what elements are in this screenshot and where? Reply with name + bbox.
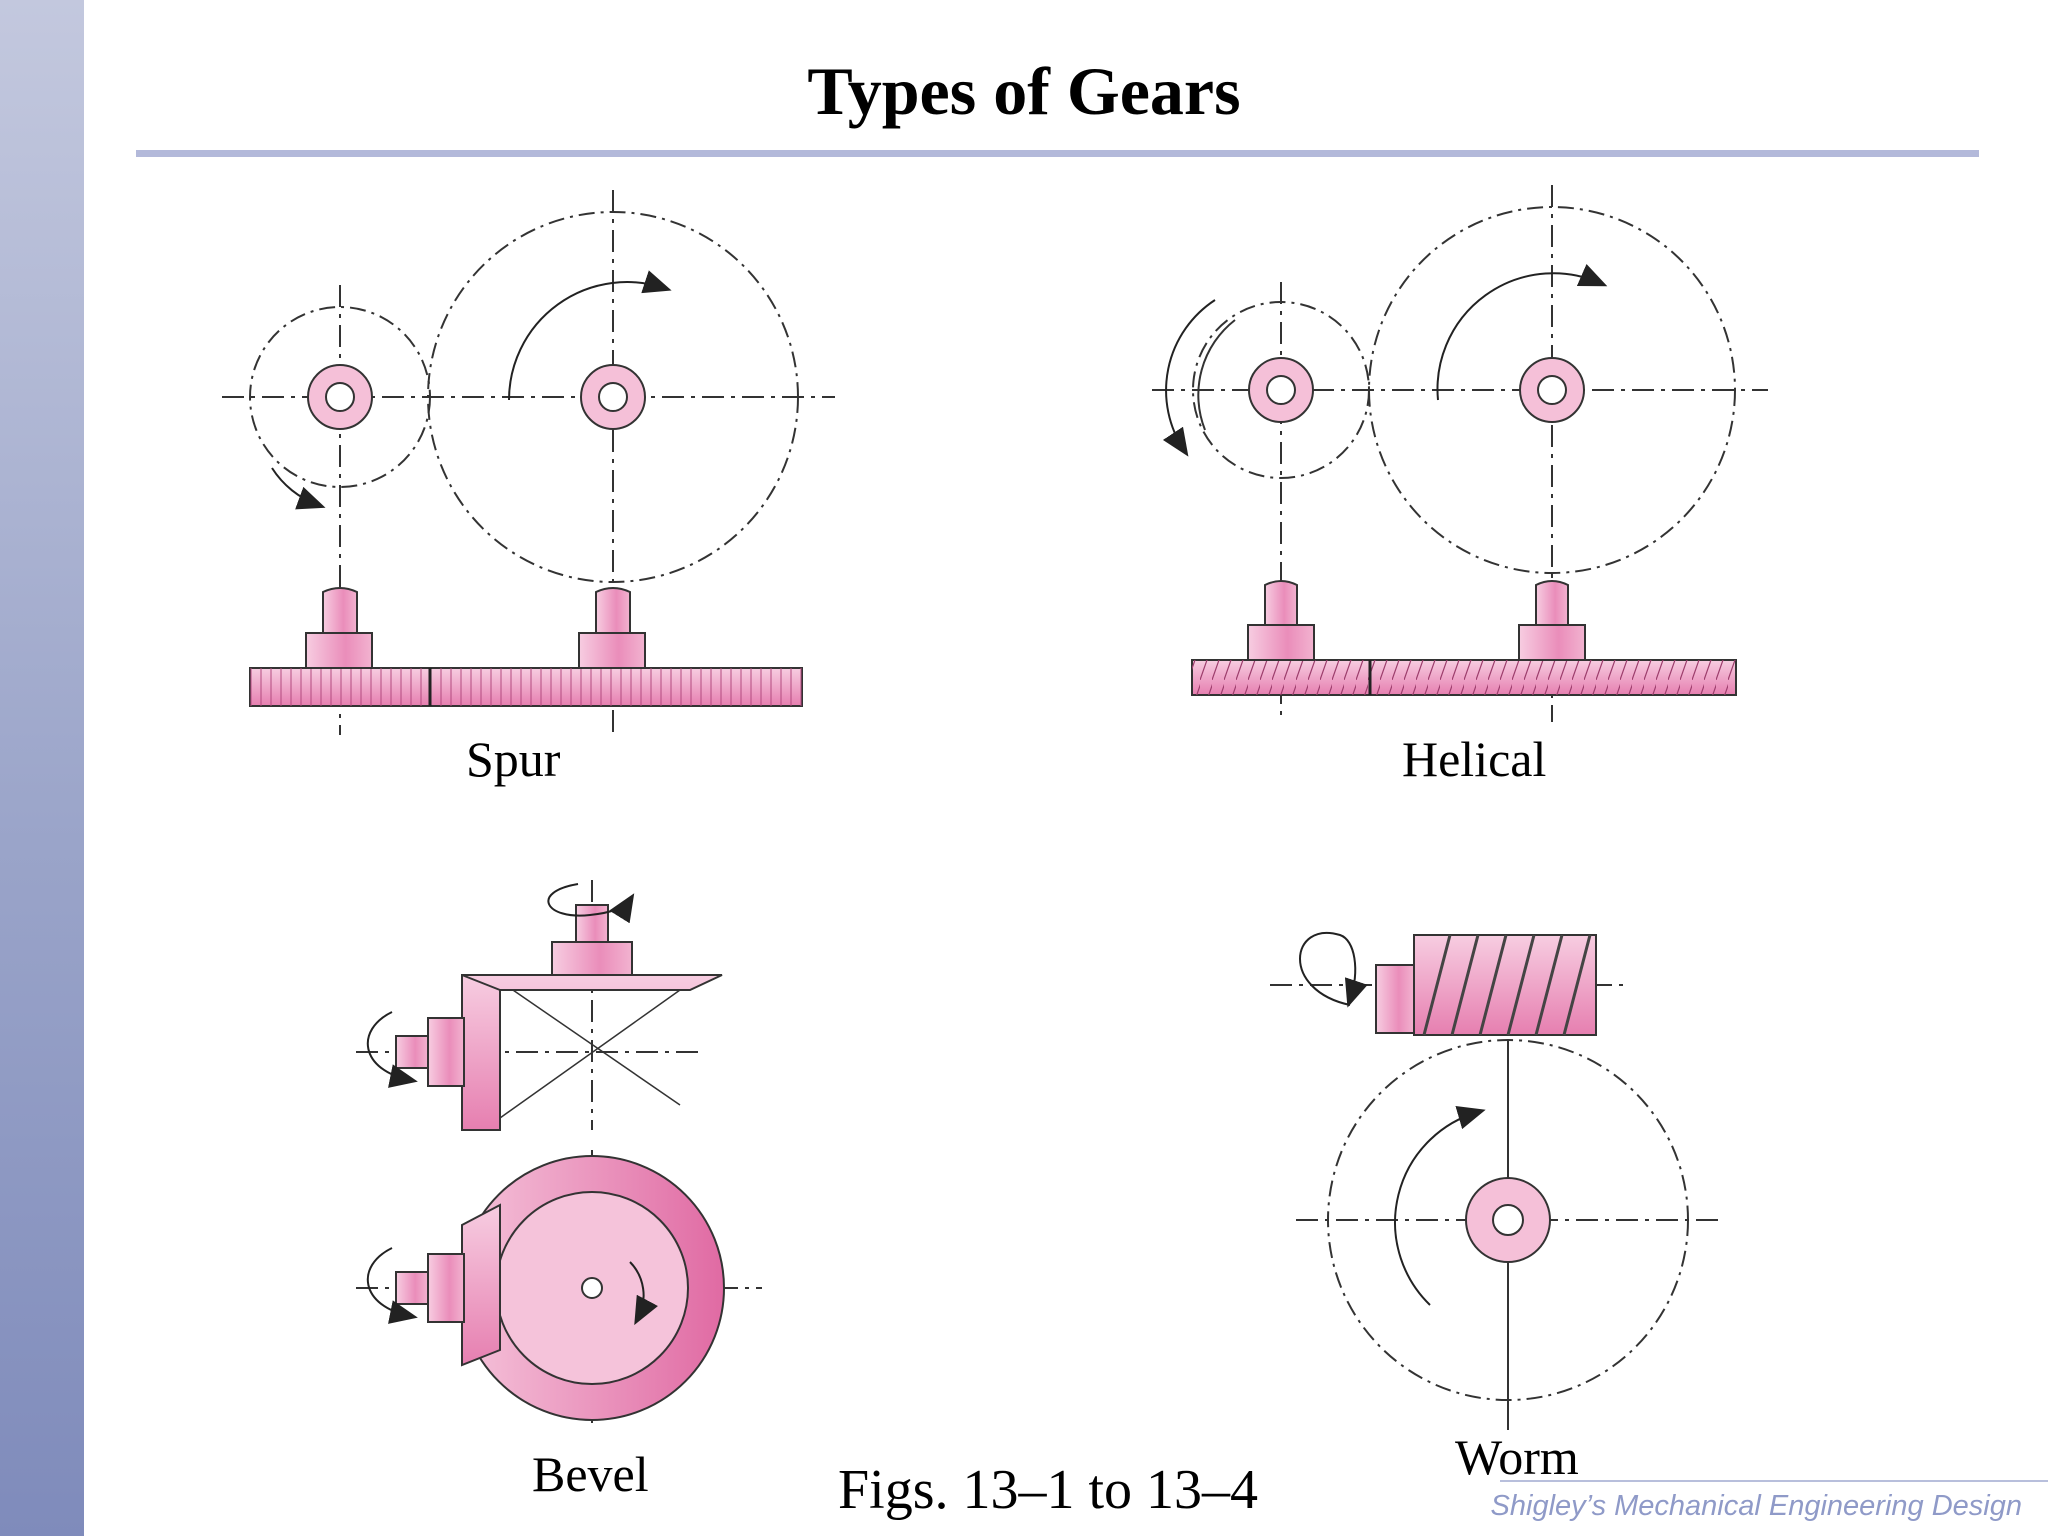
helical-label: Helical [1402,731,1547,787]
spur-gear-rotation-arrow [508,270,672,401]
spur-label: Spur [466,731,561,787]
worm-wheel-rotation-arrow [1394,1106,1486,1306]
bevel-wheel-rotation-arrow [629,1261,658,1326]
spur-pinion-rotation-arrow [271,467,326,510]
helical-gear-rotation-arrow [1436,264,1608,401]
book-credit: Shigley’s Mechanical Engineering Design [1490,1490,2022,1522]
bevel-lower-left-rotation-arrow [366,1247,418,1324]
helical-gear-pitch-circle [1368,206,1736,574]
bevel-label: Bevel [532,1446,649,1502]
figure-caption: Figs. 13–1 to 13–4 [838,1459,1259,1521]
worm-rotation-arrow [1299,932,1368,1008]
spur-gear-diagram [222,190,835,735]
bevel-top-rotation-arrow [547,883,635,924]
helical-gear-diagram [1152,185,1768,722]
footer-divider [1500,1480,2048,1482]
worm-wheel-pitch-circle [1327,1039,1689,1401]
helical-pinion-rotation-arrow [1162,299,1216,457]
bevel-left-rotation-arrow [366,1011,418,1088]
bevel-gear-diagram [356,880,762,1430]
slide-sidebar [0,0,84,1536]
title-divider [136,150,1979,157]
worm-label: Worm [1455,1429,1579,1485]
worm-gear-diagram [1270,932,1720,1430]
slide-title: Types of Gears [807,53,1241,129]
